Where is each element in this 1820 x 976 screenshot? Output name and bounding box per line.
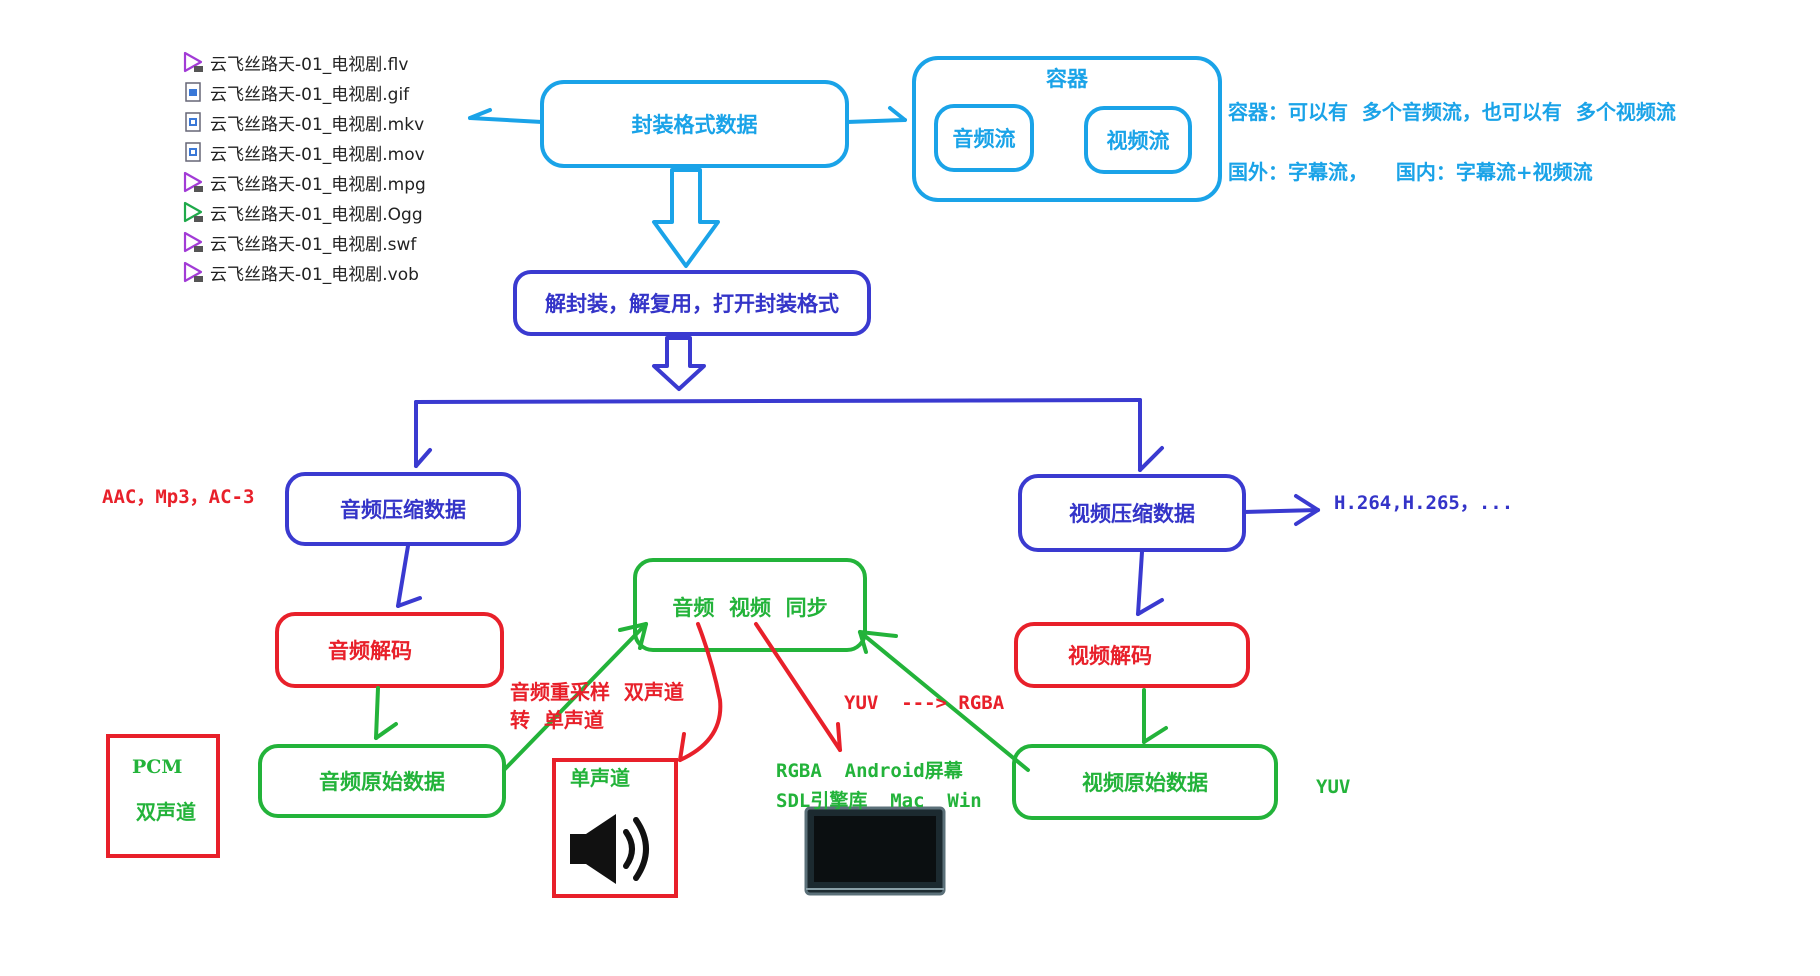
image-file-icon xyxy=(182,81,204,103)
resample-note-2: 转 单声道 xyxy=(510,708,604,732)
video-decode-node xyxy=(1014,622,1250,688)
audio-decode-node xyxy=(275,612,504,688)
arrow-sync-to-screen xyxy=(754,622,842,752)
split-connector xyxy=(414,398,1164,472)
file-list-item[interactable]: 云飞丝路天-01_电视剧.Ogg xyxy=(182,200,423,225)
file-name: 云飞丝路天-01_电视剧.mov xyxy=(210,144,425,165)
mono-box xyxy=(552,758,678,898)
audio-raw-label: 音频原始数据 xyxy=(319,769,445,794)
audio-file-icon xyxy=(182,201,204,223)
media-file-icon xyxy=(182,111,204,133)
demux-label: 解封装，解复用，打开封装格式 xyxy=(545,291,839,316)
arrow-video-raw-to-sync xyxy=(858,630,1030,772)
file-list-item[interactable]: 云飞丝路天-01_电视剧.mov xyxy=(182,140,425,165)
file-name: 云飞丝路天-01_电视剧.flv xyxy=(210,54,409,75)
arrow-to-audio-decode xyxy=(396,544,422,608)
video-file-icon xyxy=(182,261,204,283)
video-file-icon xyxy=(182,231,204,253)
file-name: 云飞丝路天-01_电视剧.gif xyxy=(210,84,410,105)
audio-compressed-node xyxy=(285,472,521,546)
file-list-item[interactable]: 云飞丝路天-01_电视剧.mpg xyxy=(182,170,426,195)
arrow-to-video-codecs xyxy=(1242,494,1320,526)
monitor-icon xyxy=(804,806,946,896)
arrow-sync-to-speaker xyxy=(678,622,723,762)
container-node xyxy=(912,56,1222,202)
arrow-to-video-decode xyxy=(1136,550,1164,616)
audio-codecs-text: AAC，Mp3，AC-3 xyxy=(102,486,255,508)
render-note-2: SDL引擎库 Mac Win xyxy=(776,790,982,812)
audio-decode-label: 音频解码 xyxy=(328,638,412,663)
file-list-item[interactable]: 云飞丝路天-01_电视剧.swf xyxy=(182,230,417,255)
file-name: 云飞丝路天-01_电视剧.mpg xyxy=(210,174,426,195)
container-note-1: 容器：可以有 多个音频流，也可以有 多个视频流 xyxy=(1228,100,1676,124)
audio-stream-node xyxy=(934,104,1034,172)
container-note-2: 国外：字幕流， 国内：字幕流+视频流 xyxy=(1228,160,1593,184)
resample-note-1: 音频重采样 双声道 xyxy=(510,680,684,704)
file-list-item[interactable]: 云飞丝路天-01_电视剧.mkv xyxy=(182,110,425,135)
video-raw-node xyxy=(1012,744,1278,820)
pcm-box xyxy=(106,734,220,858)
file-list-item[interactable]: 云飞丝路天-01_电视剧.vob xyxy=(182,260,419,285)
arrow-down-demux xyxy=(652,168,720,268)
file-name: 云飞丝路天-01_电视剧.mkv xyxy=(210,114,425,135)
video-compressed-label: 视频压缩数据 xyxy=(1069,501,1195,526)
video-file-icon xyxy=(182,51,204,73)
file-name: 云飞丝路天-01_电视剧.vob xyxy=(210,264,419,285)
file-list-item[interactable]: 云飞丝路天-01_电视剧.flv xyxy=(182,50,409,75)
video-raw-label: 视频原始数据 xyxy=(1082,770,1208,795)
arrow-right-container xyxy=(845,106,907,124)
arrow-to-audio-raw xyxy=(374,686,398,740)
media-file-icon xyxy=(182,141,204,163)
container-format-label: 封装格式数据 xyxy=(631,112,758,137)
arrow-left-files xyxy=(468,108,544,124)
arrow-down-split xyxy=(652,336,706,391)
audio-compressed-label: 音频压缩数据 xyxy=(340,497,466,522)
audio-raw-node xyxy=(258,744,506,818)
file-list-item[interactable]: 云飞丝路天-01_电视剧.gif xyxy=(182,80,410,105)
file-name: 云飞丝路天-01_电视剧.Ogg xyxy=(210,204,423,225)
container-label: 容器 xyxy=(1046,66,1088,91)
pcm-label: PCM xyxy=(132,756,183,778)
demux-node xyxy=(513,270,871,336)
video-decode-label: 视频解码 xyxy=(1068,643,1152,668)
av-sync-node xyxy=(633,558,867,652)
file-name: 云飞丝路天-01_电视剧.swf xyxy=(210,234,417,255)
video-file-icon xyxy=(182,171,204,193)
audio-codecs-note: AAC，Mp3，AC-3 xyxy=(102,482,254,509)
yuv-rgba-note: YUV ---> RGBA xyxy=(844,692,1005,714)
mono-label: 单声道 xyxy=(570,766,630,790)
speaker-icon xyxy=(570,814,646,884)
video-stream-node xyxy=(1084,106,1192,174)
av-sync-label: 音频 视频 同步 xyxy=(672,595,828,620)
video-codecs-note: H.264,H.265，... xyxy=(1334,492,1514,514)
video-stream-label: 视频流 xyxy=(1106,128,1170,153)
stereo-label: 双声道 xyxy=(136,800,196,824)
audio-stream-label: 音频流 xyxy=(952,126,1016,151)
render-note-1: RGBA Android屏幕 xyxy=(776,760,963,782)
yuv-note: YUV xyxy=(1316,776,1351,798)
arrow-to-video-raw xyxy=(1142,688,1168,744)
arrow-audio-raw-to-sync xyxy=(502,622,648,772)
